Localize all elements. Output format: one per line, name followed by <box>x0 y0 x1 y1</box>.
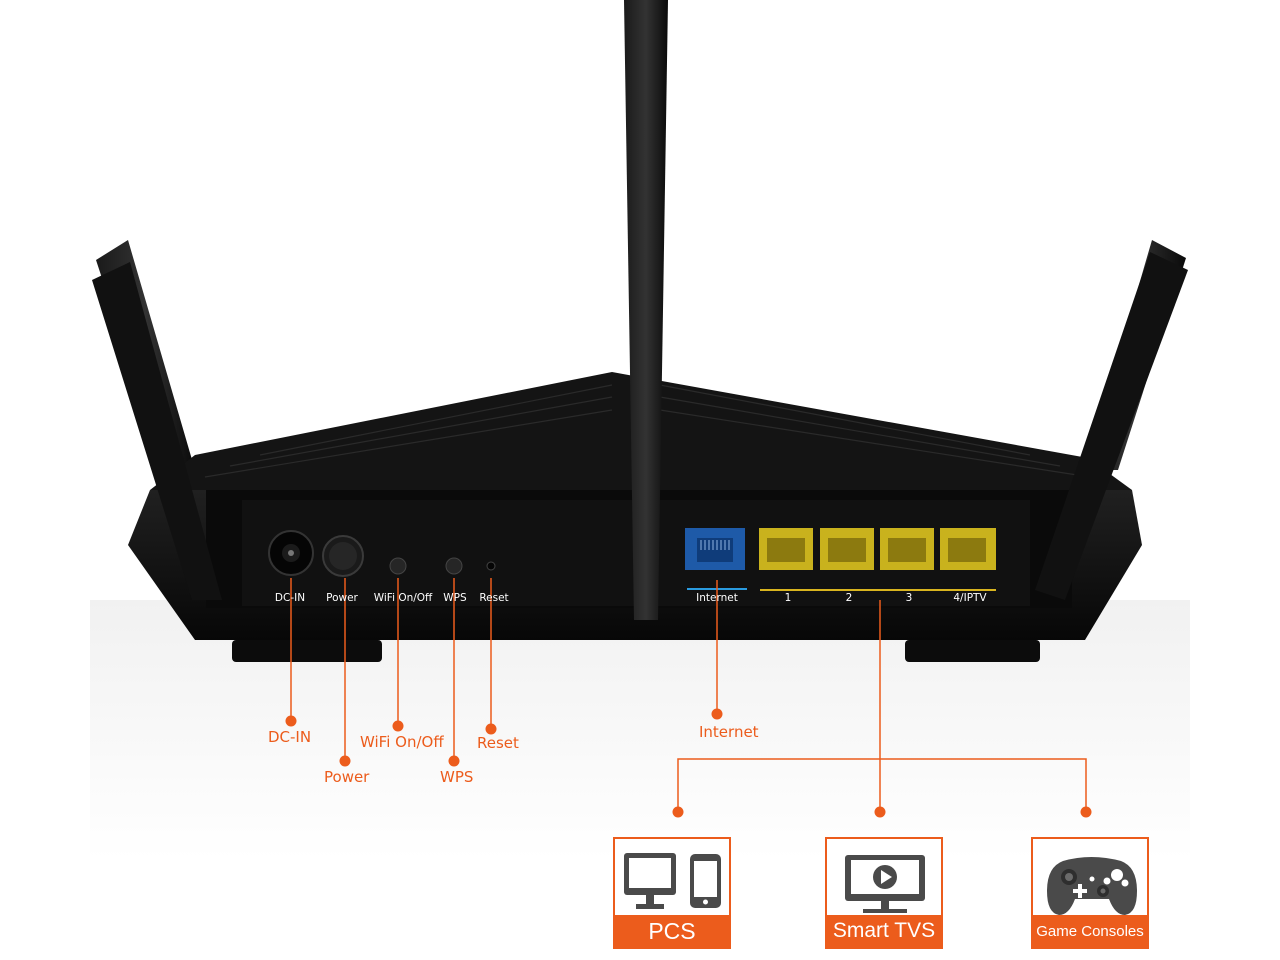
monitor-icon <box>624 853 676 909</box>
reset-hole[interactable] <box>486 561 496 571</box>
gamepad-icon <box>1047 857 1137 915</box>
callout-dots <box>285 708 1092 818</box>
left-antenna-front <box>92 262 222 600</box>
callout-lines <box>290 578 1087 810</box>
internet-port <box>685 528 745 570</box>
wps-button[interactable] <box>445 557 463 575</box>
panel-label-dc-in: DC-IN <box>274 592 306 604</box>
callout-internet: Internet <box>699 723 759 741</box>
right-foot <box>905 640 1040 662</box>
panel-label-lan2: 2 <box>845 592 853 604</box>
panel-label-reset: Reset <box>479 592 509 604</box>
power-button[interactable] <box>322 535 364 577</box>
top-ribs <box>204 384 1091 478</box>
callout-wps: WPS <box>440 768 474 786</box>
lan-port-2 <box>820 528 874 570</box>
panel-label-lan1: 1 <box>784 592 792 604</box>
device-label-pcs: PCS <box>615 915 729 947</box>
wifi-button[interactable] <box>389 557 407 575</box>
lan-port-1 <box>759 528 813 570</box>
right-antenna-front <box>1035 252 1188 600</box>
device-card-game-consoles: Game Consoles <box>1031 837 1149 949</box>
panel-label-wps: WPS <box>443 592 467 604</box>
panel-label-lan3: 3 <box>905 592 913 604</box>
device-label-smart-tvs: Smart TVS <box>827 915 941 947</box>
device-card-pcs: PCS <box>613 837 731 949</box>
lan-port-4 <box>940 528 996 570</box>
smartphone-icon <box>690 854 721 908</box>
dc-in-jack <box>268 530 314 576</box>
center-antenna <box>624 0 668 620</box>
callout-reset: Reset <box>477 734 519 752</box>
left-foot <box>232 640 382 662</box>
lan-port-3 <box>880 528 934 570</box>
tv-play-icon <box>845 855 925 913</box>
callout-wifi: WiFi On/Off <box>360 733 444 751</box>
callout-dc-in: DC-IN <box>268 728 312 746</box>
device-card-smart-tvs: Smart TVS <box>825 837 943 949</box>
callout-power: Power <box>324 768 370 786</box>
panel-label-internet: Internet <box>696 592 738 604</box>
panel-label-power: Power <box>326 592 358 604</box>
panel-label-wifi: WiFi On/Off <box>373 592 433 604</box>
panel-label-lan4: 4/IPTV <box>953 592 987 604</box>
device-label-game-consoles: Game Consoles <box>1033 915 1147 947</box>
